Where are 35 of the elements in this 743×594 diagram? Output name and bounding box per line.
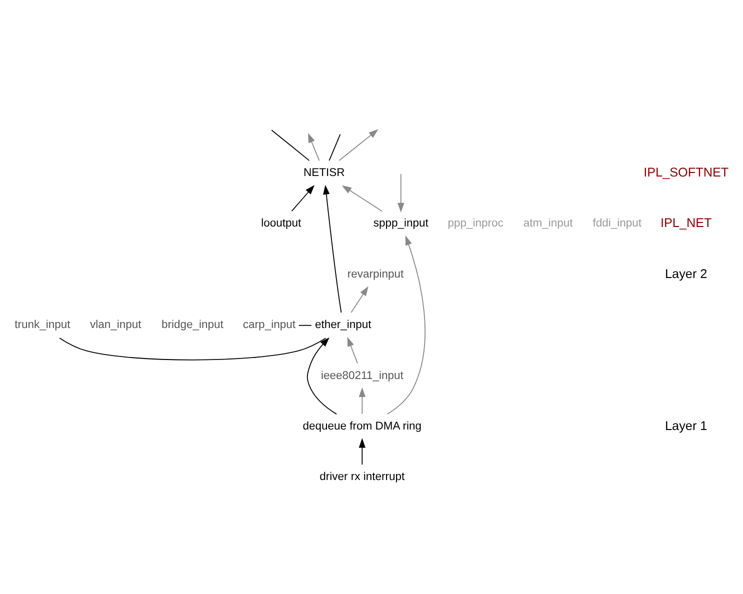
label: IPL_NET	[660, 216, 712, 230]
arrow	[358, 438, 366, 465]
label: IPL_SOFTNET	[644, 164, 729, 179]
node-text: bridge_input	[161, 318, 224, 331]
node-text: dequeue from DMA ring	[302, 420, 422, 432]
arrow	[291, 184, 315, 212]
node-text: ether_input	[315, 318, 372, 331]
arrow	[342, 184, 383, 212]
node-text: ieee80211_input	[320, 369, 404, 382]
connector	[59, 337, 326, 360]
arrow	[306, 336, 337, 414]
connector	[271, 129, 310, 160]
connector	[298, 324, 312, 326]
arrow	[323, 184, 342, 313]
arrow	[358, 386, 366, 414]
node-text: trunk_input	[14, 318, 70, 331]
arrow	[398, 173, 404, 212]
arrow	[350, 286, 368, 312]
node-text: NETISR	[304, 166, 345, 178]
node-text: carp_input	[242, 318, 296, 331]
arrow	[347, 336, 358, 364]
node-text: sppp_input	[373, 217, 428, 230]
connector	[328, 133, 341, 160]
node-text: ppp_inproc	[448, 217, 504, 230]
node-text: vlan_input	[90, 318, 142, 331]
arrow	[338, 128, 378, 160]
node-text: fddi_input	[592, 217, 642, 230]
node-text: revarpinput	[347, 268, 404, 280]
node-text: looutput	[261, 217, 302, 230]
arrow	[387, 235, 426, 414]
label: Layer 2	[665, 266, 708, 280]
node-text: driver rx interrupt	[320, 470, 405, 483]
node-text: atm_input	[523, 217, 573, 230]
label: Layer 1	[665, 418, 708, 432]
arrow	[308, 132, 320, 160]
